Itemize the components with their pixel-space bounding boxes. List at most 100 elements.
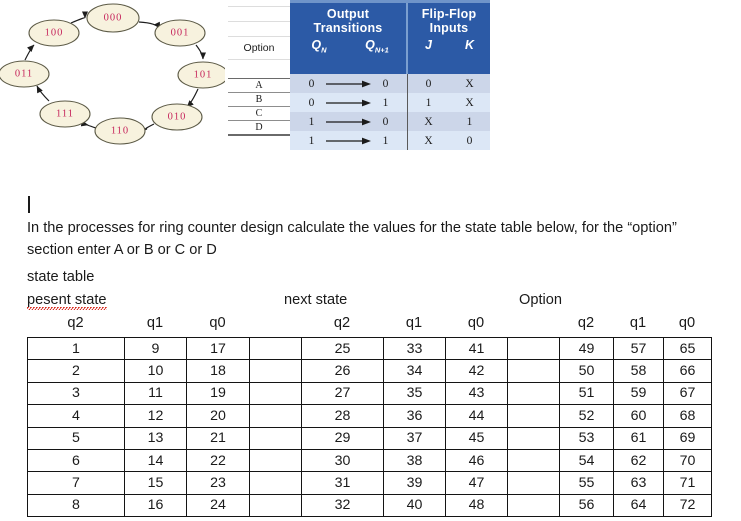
subheader-option-q1: q1 — [629, 315, 647, 331]
spacer-cell — [249, 404, 302, 428]
next-q0: 48 — [445, 493, 508, 518]
subheader-next-q1: q1 — [405, 315, 423, 331]
spacer-cell — [507, 381, 560, 406]
table-row: 1 1 X 0 — [290, 131, 490, 150]
flipflop-inputs-title-line1: Flip-Flop — [421, 7, 477, 21]
state-nodes: 000 001 101 010 110 — [0, 3, 225, 145]
state-node-101: 101 — [177, 61, 225, 89]
present-q0: 20 — [186, 404, 250, 428]
next-q1: 38 — [383, 448, 446, 473]
state-table-sub-headers: q2 q1 q0 q2 q1 q0 q2 q1 q0 — [27, 315, 717, 337]
table-row: 0 0 0 X — [290, 74, 490, 93]
divider — [228, 134, 290, 136]
ff-inputs-cell: 1 X — [408, 93, 490, 112]
excitation-table-header: Output Transitions QN QN+1 Flip-Flop Inp… — [290, 0, 490, 74]
flipflop-inputs-title-line2: Inputs — [429, 21, 469, 35]
column-header-j: J — [425, 38, 432, 52]
next-q2: 30 — [301, 448, 384, 473]
option-q0: 70 — [663, 448, 712, 473]
state-node-label: 100 — [45, 28, 64, 39]
j-value: X — [424, 134, 433, 147]
ff-inputs-cell: 0 X — [408, 74, 490, 93]
transition-cell: 0 0 — [290, 74, 408, 93]
qn-value: 0 — [308, 96, 315, 109]
divider — [228, 78, 290, 80]
present-q2: 1 — [27, 336, 125, 361]
spacer-cell — [249, 448, 302, 473]
option-q1: 59 — [613, 381, 664, 406]
present-q2: 3 — [27, 381, 125, 406]
present-q0: 23 — [186, 471, 250, 495]
present-q1: 10 — [124, 359, 187, 383]
transition-cell: 0 1 — [290, 93, 408, 112]
transition-arrow-icon — [323, 99, 375, 107]
option-q0: 72 — [663, 493, 712, 518]
next-q2: 29 — [301, 426, 384, 450]
present-q0: 19 — [186, 381, 250, 406]
output-transitions-title-line2: Transitions — [313, 21, 383, 35]
option-row-d: D — [255, 122, 263, 134]
state-node-label: 110 — [111, 126, 129, 137]
option-q0: 71 — [663, 471, 712, 495]
option-q1: 64 — [613, 493, 664, 518]
subheader-option-q0: q0 — [678, 315, 696, 331]
transition-arrow-icon — [323, 80, 375, 88]
state-node-000: 000 — [86, 3, 140, 33]
state-node-010: 010 — [151, 103, 203, 131]
flipflop-inputs-group: Flip-Flop Inputs J K — [408, 3, 490, 74]
present-q1: 12 — [124, 404, 187, 428]
spacer-cell — [507, 448, 560, 473]
present-q2: 4 — [27, 404, 125, 428]
spacer-cell — [507, 493, 560, 518]
present-q1: 15 — [124, 471, 187, 495]
option-row-b: B — [255, 94, 263, 106]
option-q0: 66 — [663, 359, 712, 383]
divider — [228, 6, 290, 7]
state-node-label: 001 — [171, 28, 190, 39]
present-q0: 24 — [186, 493, 250, 518]
spacer-cell — [507, 404, 560, 428]
next-q2: 26 — [301, 359, 384, 383]
next-q2: 27 — [301, 381, 384, 406]
qn-value: 1 — [308, 115, 315, 128]
present-q0: 22 — [186, 448, 250, 473]
ff-inputs-cell: X 0 — [408, 131, 490, 150]
k-value: 0 — [466, 134, 473, 147]
state-table-label: state table — [27, 269, 95, 285]
next-q1: 36 — [383, 404, 446, 428]
present-q0: 17 — [186, 336, 250, 361]
present-q1: 13 — [124, 426, 187, 450]
subheader-present-q1: q1 — [146, 315, 164, 331]
present-q1: 14 — [124, 448, 187, 473]
next-q2: 28 — [301, 404, 384, 428]
qn1-value: 1 — [382, 96, 389, 109]
present-q1: 16 — [124, 493, 187, 518]
k-value: 1 — [466, 115, 473, 128]
text-caret — [28, 196, 30, 213]
next-q1: 34 — [383, 359, 446, 383]
spacer-cell — [249, 426, 302, 450]
state-node-011: 011 — [0, 60, 50, 88]
group-label-present-state: pesent state — [27, 292, 107, 312]
option-q2: 49 — [559, 336, 614, 361]
option-q0: 68 — [663, 404, 712, 428]
next-q0: 46 — [445, 448, 508, 473]
qn-value: 1 — [308, 134, 315, 147]
question-paragraph: In the processes for ring counter design… — [27, 220, 677, 258]
option-q0: 67 — [663, 381, 712, 406]
option-q2: 52 — [559, 404, 614, 428]
qn1-value: 0 — [382, 115, 389, 128]
state-node-111: 111 — [39, 100, 91, 128]
divider — [228, 120, 290, 122]
table-row: 1 0 X 1 — [290, 112, 490, 131]
present-q0: 18 — [186, 359, 250, 383]
spacer-cell — [249, 493, 302, 518]
next-q1: 40 — [383, 493, 446, 518]
option-q1: 63 — [613, 471, 664, 495]
spacer-cell — [507, 359, 560, 383]
ring-counter-state-diagram: 000 001 101 010 110 — [0, 0, 225, 155]
state-table-group-labels: pesent state next state Option — [27, 292, 717, 314]
spacer-cell — [249, 471, 302, 495]
